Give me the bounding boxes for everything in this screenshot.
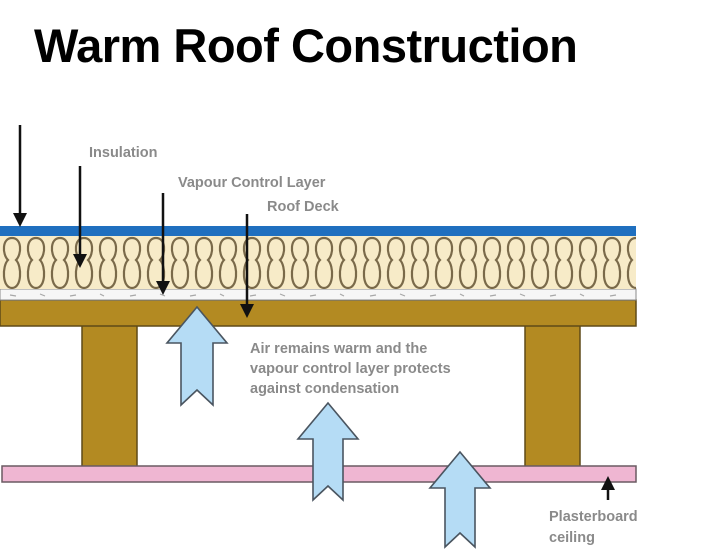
plasterboard-pointer-arrow bbox=[601, 476, 615, 500]
vapour-control-layer-label: Vapour Control Layer bbox=[178, 175, 326, 191]
insulation-pointer-arrow bbox=[73, 166, 87, 268]
vapour-control-layer bbox=[0, 288, 637, 301]
diagram-title: Warm Roof Construction bbox=[34, 19, 578, 72]
warm-air-arrow-3 bbox=[428, 450, 492, 549]
air-note-line-2: vapour control layer protects bbox=[250, 361, 451, 377]
waterproof-membrane bbox=[0, 226, 636, 236]
membrane-pointer-arrow bbox=[13, 125, 27, 227]
plasterboard-label-line-2: ceiling bbox=[549, 530, 595, 546]
roof-deck-label: Roof Deck bbox=[267, 199, 339, 215]
insulation-layer bbox=[0, 236, 636, 289]
roof-deck-layer bbox=[0, 299, 637, 327]
plasterboard-label: Plasterboard ceiling bbox=[549, 507, 638, 549]
vapour-control-layer-pointer-arrow bbox=[156, 193, 170, 295]
insulation-label: Insulation bbox=[89, 145, 158, 161]
air-note: Air remains warm and the vapour control … bbox=[250, 339, 451, 399]
air-note-line-3: against condensation bbox=[250, 381, 400, 397]
warm-air-arrow-2 bbox=[296, 401, 360, 502]
joist-right bbox=[524, 321, 581, 469]
air-note-line-1: Air remains warm and the bbox=[250, 341, 428, 357]
roof-deck-pointer-arrow bbox=[240, 214, 254, 318]
plasterboard-label-line-1: Plasterboard bbox=[549, 509, 638, 525]
warm-air-arrow-1 bbox=[165, 305, 229, 407]
joist-left bbox=[81, 321, 138, 469]
